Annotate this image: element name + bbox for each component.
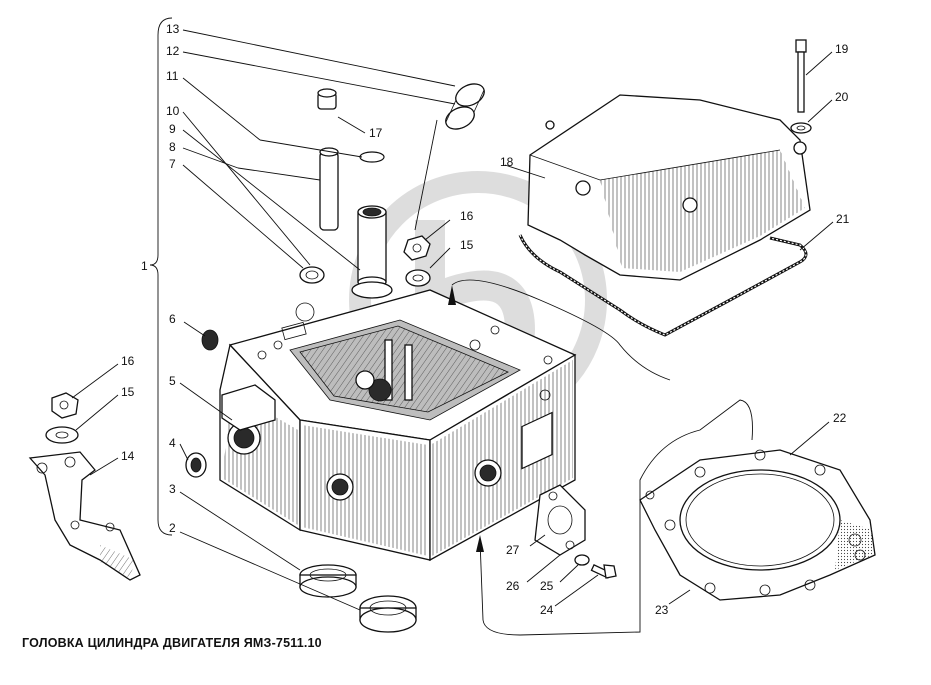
nut-16-left	[51, 392, 79, 419]
callout-7: 7	[169, 157, 176, 171]
callout-labels: 1 2 3 4 5 6 7 8 9 10 11 12 13 14 15 16 1…	[121, 22, 850, 617]
callout-5: 5	[169, 374, 176, 388]
callout-25: 25	[540, 579, 554, 593]
group-bracket	[149, 17, 173, 536]
callout-13: 13	[166, 22, 180, 36]
washer-15-top	[405, 269, 431, 287]
callout-16-left: 16	[121, 354, 135, 368]
plug-17	[317, 88, 337, 110]
plug-4	[185, 452, 207, 478]
callout-8: 8	[169, 140, 176, 154]
callout-3: 3	[169, 482, 176, 496]
diagram-caption: ГОЛОВКА ЦИЛИНДРА ДВИГАТЕЛЯ ЯМЗ-7511.10	[22, 636, 322, 650]
bolt-24	[590, 564, 617, 579]
head-gasket-22-23	[639, 449, 876, 601]
callout-9: 9	[169, 122, 176, 136]
stud-6	[201, 329, 219, 351]
cover-plate-27	[534, 484, 586, 556]
callout-6: 6	[169, 312, 176, 326]
ring-2	[359, 595, 417, 633]
callout-20: 20	[835, 90, 849, 104]
washer-15-left	[45, 426, 79, 444]
callout-22: 22	[833, 411, 847, 425]
callout-15-top: 15	[460, 238, 474, 252]
callout-21: 21	[836, 212, 850, 226]
callout-24: 24	[540, 603, 554, 617]
callout-2: 2	[169, 521, 176, 535]
callout-12: 12	[166, 44, 180, 58]
leader-lines	[71, 29, 834, 611]
cover-gasket-21	[518, 234, 808, 337]
assembly-guide-lines	[448, 279, 753, 636]
callout-15-left: 15	[121, 385, 135, 399]
callout-18: 18	[500, 155, 514, 169]
callout-26: 26	[506, 579, 520, 593]
cylinder-head	[219, 289, 577, 562]
callout-11: 11	[166, 69, 179, 83]
sleeve-12-13	[445, 83, 485, 130]
ring-3	[299, 564, 357, 598]
callout-16-top: 16	[460, 209, 474, 223]
callout-17: 17	[369, 126, 383, 140]
valve-guide-cup	[351, 205, 393, 299]
callout-10: 10	[166, 104, 180, 118]
valve-cover-18	[527, 94, 811, 281]
snap-ring-11	[359, 151, 385, 163]
callout-4: 4	[169, 436, 176, 450]
bracket-14	[28, 451, 141, 581]
callout-23: 23	[655, 603, 669, 617]
washer-20	[790, 122, 812, 134]
bolt-19	[795, 39, 807, 113]
nut-16-top	[403, 235, 431, 261]
push-tube	[319, 147, 339, 231]
seal-ring-7	[299, 266, 325, 284]
callout-14: 14	[121, 449, 135, 463]
washer-25	[574, 554, 590, 566]
callout-27: 27	[506, 543, 520, 557]
callout-1: 1	[141, 259, 148, 273]
callout-19: 19	[835, 42, 849, 56]
